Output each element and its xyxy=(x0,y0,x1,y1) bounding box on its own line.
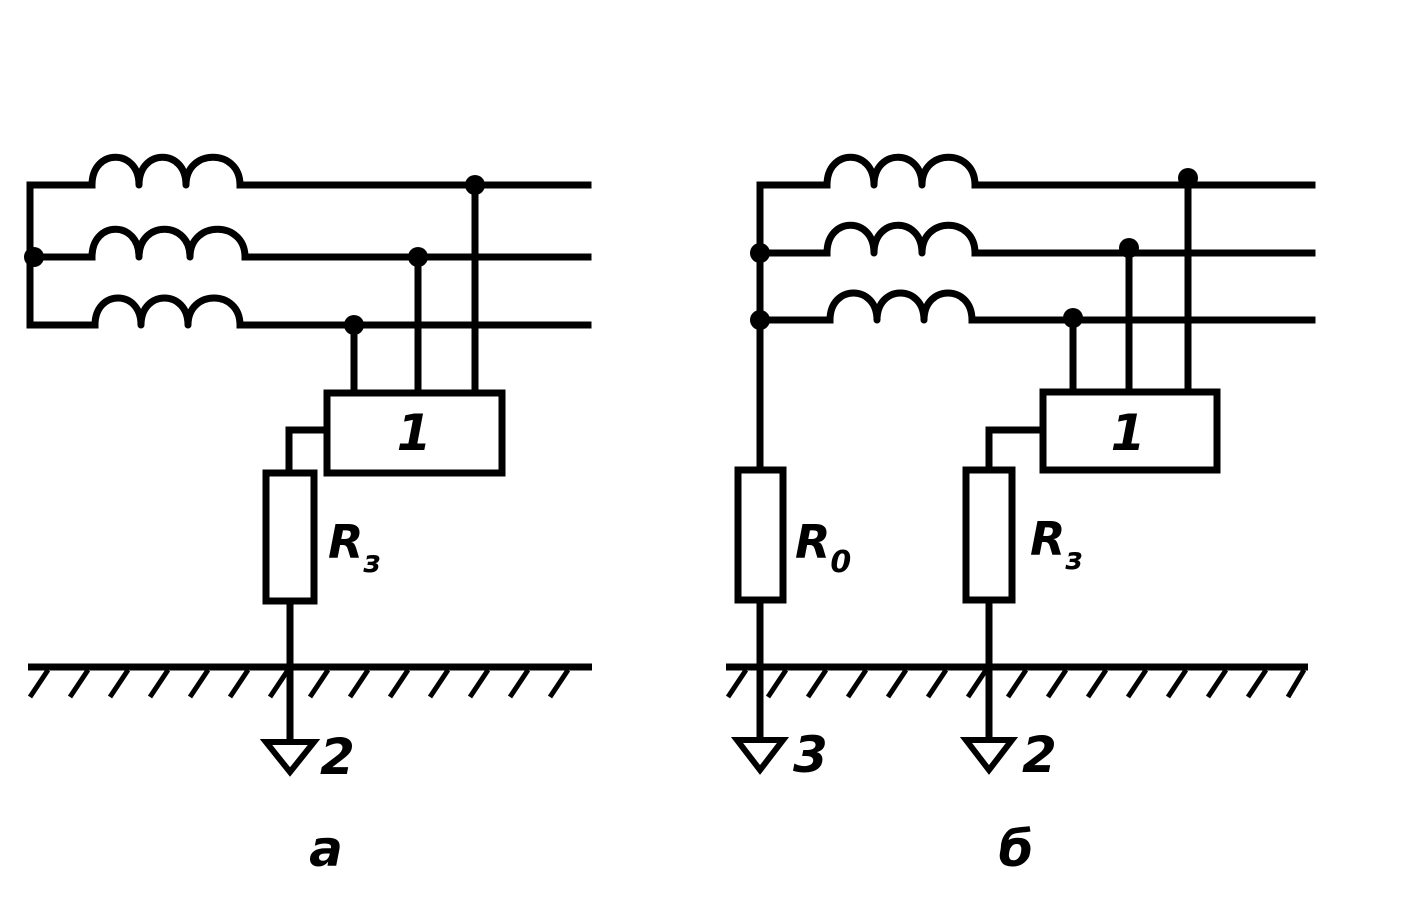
resistor-r0-b-label: R0 xyxy=(795,515,851,580)
ground-hatch-a xyxy=(27,668,571,699)
device-1-a-label: 1 xyxy=(397,404,432,462)
junction-a-phase3 xyxy=(344,315,364,335)
resistor-rz-b-label: Rз xyxy=(1030,512,1083,577)
device-lead-a xyxy=(285,426,331,477)
junction-b-phase2 xyxy=(1119,238,1139,258)
neutral-node-a xyxy=(24,247,44,267)
winding-a2 xyxy=(26,225,592,261)
caption-a: а xyxy=(309,820,343,878)
earth-electrode-b-ground-label: 2 xyxy=(1022,726,1057,784)
earth-electrode-b-ground xyxy=(959,737,1019,775)
neutral-node-b-upper xyxy=(750,243,770,263)
device-lead-b xyxy=(985,426,1047,474)
device-1-a xyxy=(323,389,506,477)
resistor-rz-a xyxy=(262,469,318,605)
junction-a-phase2 xyxy=(408,247,428,267)
junction-b-phase1 xyxy=(1178,168,1198,188)
winding-a1 xyxy=(26,153,592,189)
earth-electrode-b-neutral-label: 3 xyxy=(793,726,828,784)
earth-electrode-a-label: 2 xyxy=(320,728,355,786)
winding-b2 xyxy=(756,221,1316,257)
junction-a-phase1 xyxy=(465,175,485,195)
resistor-rz-b xyxy=(962,466,1016,604)
winding-b3 xyxy=(756,289,1316,324)
earth-electrode-b-neutral xyxy=(730,737,790,775)
resistor-r0-b xyxy=(734,466,787,604)
panel-b: 1 R0 Rз xyxy=(725,153,1316,878)
panel-a: 1 Rз 2 а xyxy=(24,153,592,878)
neutral-node-b-lower xyxy=(750,310,770,330)
junction-b-phase3 xyxy=(1063,308,1083,328)
winding-a3 xyxy=(26,294,592,329)
ground-hatch-b xyxy=(725,668,1307,699)
resistor-rz-a-label: Rз xyxy=(328,515,381,580)
earth-electrode-a xyxy=(259,739,321,777)
caption-b: б xyxy=(999,820,1034,878)
winding-b1 xyxy=(756,153,1316,189)
device-1-b-label: 1 xyxy=(1111,404,1146,462)
